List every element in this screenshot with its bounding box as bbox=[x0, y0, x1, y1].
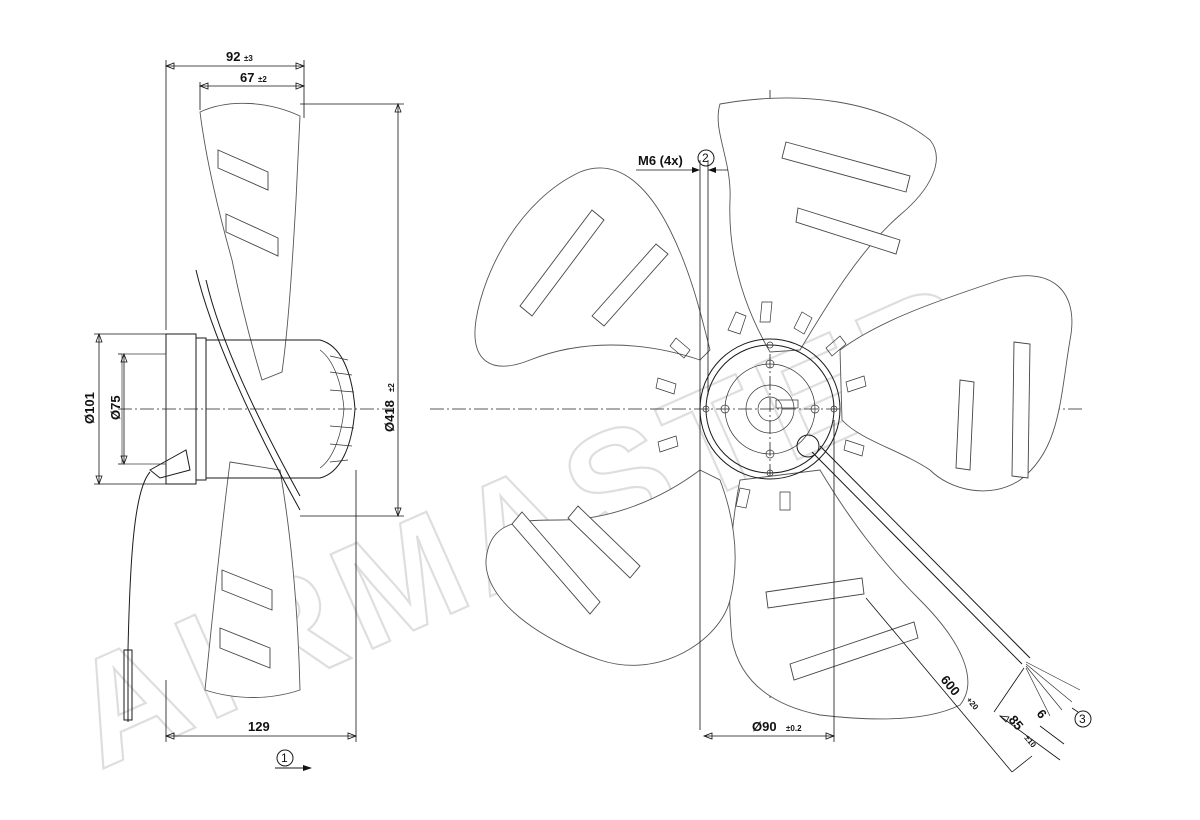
front-slot bbox=[765, 577, 865, 609]
dim-strip-length-tol: ±10 bbox=[1022, 734, 1038, 750]
front-slot bbox=[519, 209, 605, 317]
side-rotor-flange bbox=[195, 337, 207, 481]
front-bolt-hole bbox=[765, 359, 775, 369]
callout-circle-2 bbox=[697, 149, 715, 167]
front-slot bbox=[955, 379, 975, 471]
front-mount-hole bbox=[702, 405, 710, 413]
dim-arrows bbox=[394, 102, 402, 518]
side-view: 92 ±3 67 ±2 Ø101 Ø75 Ø418 ±2 129 bbox=[82, 49, 404, 771]
front-slot bbox=[795, 207, 901, 255]
front-bolt-circle bbox=[724, 363, 816, 455]
dim-line-strip-length bbox=[999, 715, 1061, 761]
dim-overall-depth-value: 92 bbox=[226, 49, 240, 64]
front-hub-rim bbox=[705, 344, 835, 474]
front-cable-wires bbox=[1025, 661, 1081, 717]
front-bolt-hole bbox=[720, 404, 730, 414]
callout-circle-1 bbox=[276, 749, 294, 767]
ext-line bbox=[993, 667, 1025, 713]
callout-leader-3 bbox=[1071, 707, 1079, 713]
side-cable-gland bbox=[149, 449, 191, 479]
dim-strip-length-value: 85 bbox=[1006, 712, 1027, 733]
front-label-plate bbox=[775, 399, 799, 409]
dim-arrows bbox=[702, 732, 836, 740]
dim-bolt-circle-value: Ø90 bbox=[752, 719, 777, 734]
dim-arrows bbox=[998, 715, 1010, 723]
side-hub bbox=[206, 339, 356, 479]
callout-thread-label: 2 bbox=[702, 151, 709, 165]
dim-line-wire-end bbox=[1039, 725, 1065, 745]
side-slot bbox=[225, 213, 279, 257]
side-blade-lower bbox=[204, 461, 301, 698]
dim-arrows bbox=[120, 352, 128, 466]
front-hub-center bbox=[745, 384, 795, 434]
front-slot bbox=[567, 505, 641, 579]
side-blade-root bbox=[195, 269, 301, 511]
side-hub-fins bbox=[329, 355, 355, 463]
front-mount-hole bbox=[830, 405, 838, 413]
front-slot bbox=[511, 511, 601, 615]
thread-label: M6 (4x) bbox=[638, 153, 683, 168]
front-slot bbox=[591, 243, 669, 327]
front-hub-shaft bbox=[757, 396, 783, 422]
ext-line bbox=[1011, 755, 1033, 773]
side-cable-end bbox=[123, 649, 133, 721]
callout-airflow-label: 1 bbox=[281, 751, 288, 765]
front-mount-hole bbox=[766, 341, 774, 349]
side-slot bbox=[221, 569, 273, 611]
dim-blade-depth-value: 67 bbox=[240, 70, 254, 85]
side-cable bbox=[127, 471, 151, 722]
dim-arrows bbox=[198, 82, 306, 90]
dim-fan-dia-value: Ø418 bbox=[382, 400, 397, 432]
dim-shaft-dia-value: Ø75 bbox=[108, 395, 123, 420]
dim-total-length-value: 129 bbox=[248, 719, 270, 734]
side-hub-ribs bbox=[319, 349, 345, 469]
dim-overall-depth-tol: ±3 bbox=[244, 54, 253, 63]
side-shaft-housing bbox=[121, 353, 167, 465]
side-slot bbox=[217, 149, 269, 191]
dim-bolt-circle-tol: ±0.2 bbox=[786, 724, 802, 733]
front-slot bbox=[789, 621, 919, 681]
callout-circle-3 bbox=[1074, 710, 1092, 728]
dim-arrows bbox=[164, 732, 358, 740]
front-slot bbox=[1011, 341, 1031, 479]
side-slot bbox=[219, 627, 271, 669]
dim-rotor-dia-value: Ø101 bbox=[82, 392, 97, 424]
airflow-arrow-head bbox=[303, 765, 312, 771]
dim-wire-end-value: 6 bbox=[1034, 706, 1050, 721]
front-mount-hole bbox=[766, 469, 774, 477]
dim-arrows bbox=[164, 62, 306, 70]
front-cable-gland bbox=[796, 434, 820, 458]
front-cooling-fins bbox=[655, 301, 867, 511]
dim-line-cable-length bbox=[865, 597, 1013, 773]
front-bolt-hole bbox=[810, 404, 820, 414]
dim-arrows bbox=[95, 332, 103, 486]
front-bolt-hole bbox=[765, 449, 775, 459]
thread-arrow bbox=[692, 167, 700, 173]
side-blade-root bbox=[205, 279, 301, 497]
dim-cable-length-tol: +20 bbox=[964, 696, 980, 713]
front-slot bbox=[781, 141, 911, 193]
dim-blade-depth-tol: ±2 bbox=[258, 75, 267, 84]
callout-cable-label: 3 bbox=[1079, 712, 1086, 726]
dim-fan-dia-tol: ±2 bbox=[387, 383, 396, 392]
front-blade-upper-left bbox=[474, 167, 711, 367]
front-cable bbox=[811, 445, 1031, 665]
front-view: M6 (4x) 2 Ø90 ±0.2 600 +20 85 ±10 6 3 bbox=[430, 90, 1092, 773]
